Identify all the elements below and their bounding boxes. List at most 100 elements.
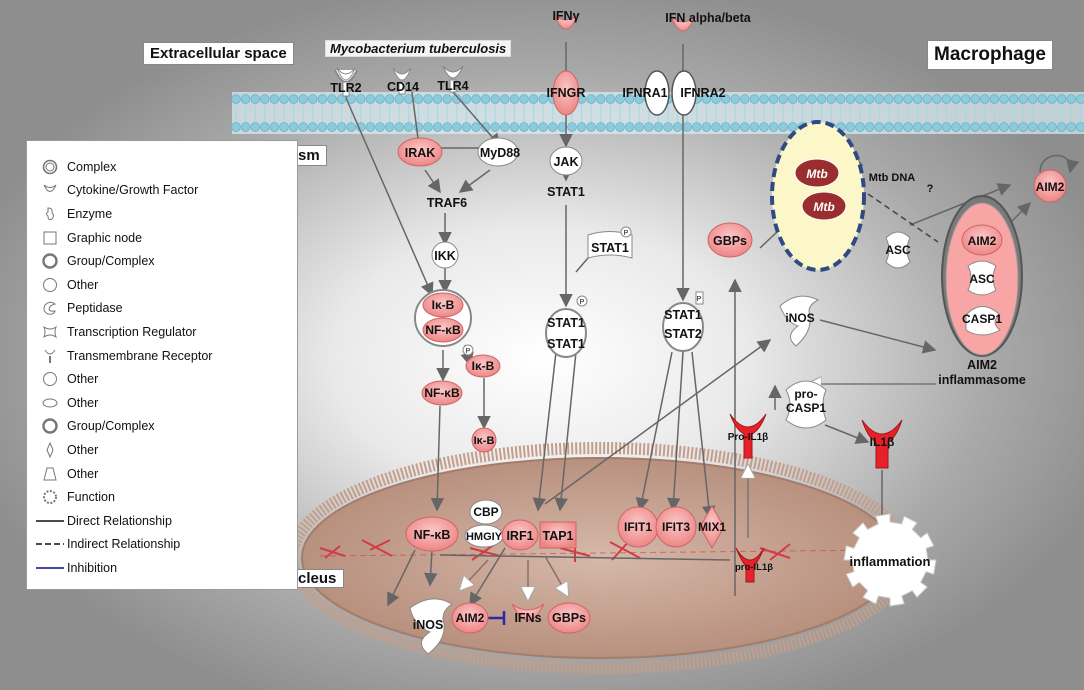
ifns-label: IFNs — [514, 611, 541, 625]
mtb-phagosome[interactable]: Mtb Mtb — [770, 120, 866, 272]
phospho-ikb-node[interactable]: P Iκ-B — [462, 344, 501, 378]
membrane-bead — [231, 122, 241, 132]
indirect-question-label: ? — [927, 183, 934, 195]
nuclear-output-edges — [460, 555, 568, 600]
membrane-bead — [951, 94, 961, 104]
membrane-bead — [480, 122, 491, 132]
inflammasome-aim2-label: AIM2 — [968, 234, 997, 248]
membrane-bead — [759, 94, 769, 104]
aim2-inflammasome-complex[interactable]: AIM2 ASC CASP1 — [941, 195, 1023, 357]
membrane-bead — [1028, 94, 1038, 104]
legend-item-label: Group/Complex — [67, 419, 155, 434]
aim2-inflammasome-title-2: inflammasome — [938, 373, 1026, 387]
legend-item-label: Complex — [67, 159, 117, 174]
ifit3-node[interactable]: IFIT3 — [655, 506, 697, 548]
nfkb-free-node[interactable]: NF-κB — [421, 380, 463, 406]
ifng-cytokine[interactable]: IFNγ — [552, 9, 580, 30]
membrane-bead — [327, 122, 337, 132]
ifit1-label: IFIT1 — [624, 520, 652, 534]
membrane-bead — [615, 94, 625, 104]
cbp-node[interactable]: CBP — [469, 499, 503, 525]
ikb-nfkb-complex[interactable]: Iκ-B NF-κB — [414, 289, 472, 347]
solid-line-icon — [35, 518, 65, 524]
tlr2-receptor[interactable]: TLR2 — [330, 67, 362, 98]
membrane-bead — [740, 122, 750, 132]
legend-item-label: Function — [67, 490, 115, 505]
membrane-bead — [317, 94, 328, 104]
pro-il1b-nuclear-label: pro-IL1β — [735, 562, 773, 573]
ifng-label: IFNγ — [552, 9, 579, 23]
pro-casp1-node[interactable]: pro- CASP1 — [785, 380, 827, 429]
ifnra1-receptor[interactable]: IFNRA1 — [622, 70, 670, 116]
membrane-bead — [1056, 94, 1067, 104]
stat1-node[interactable]: STAT1 — [547, 185, 585, 199]
macrophage-label: Macrophage — [927, 40, 1053, 70]
gbps-nuclear-node[interactable]: GBPs — [547, 602, 591, 634]
membrane-bead — [500, 94, 510, 104]
membrane-bead — [932, 122, 942, 132]
il1b-node[interactable]: IL1β — [861, 419, 903, 469]
inflammation-function[interactable]: inflammation — [843, 513, 937, 607]
legend-item: Inhibition — [35, 556, 297, 580]
membrane-bead — [682, 122, 692, 132]
membrane-bead — [250, 122, 260, 132]
ifit3-label: IFIT3 — [662, 520, 690, 534]
tlr4-receptor[interactable]: TLR4 — [437, 65, 469, 93]
tap1-node[interactable]: TAP1 — [539, 521, 577, 549]
membrane-bead — [576, 122, 587, 132]
nfkb-nuclear-node[interactable]: NF-κB — [405, 516, 459, 552]
ifnra2-receptor[interactable]: IFNRA2 — [671, 70, 726, 116]
membrane-bead — [1037, 122, 1048, 132]
gbps-cytoplasm-node[interactable]: GBPs — [707, 222, 753, 258]
membrane-bead — [461, 94, 472, 104]
membrane-bead — [999, 94, 1009, 104]
membrane-bead — [740, 94, 750, 104]
membrane-bead — [999, 122, 1009, 132]
aim2-nuclear-node[interactable]: AIM2 — [451, 602, 489, 634]
hmgiy-node[interactable]: HMGIY — [464, 524, 504, 548]
mix1-label: MIX1 — [698, 520, 726, 534]
jak-node[interactable]: JAK — [549, 146, 583, 176]
membrane-bead — [720, 122, 731, 132]
hmgiy-label: HMGIY — [466, 531, 503, 543]
traf6-node[interactable]: TRAF6 — [427, 196, 467, 210]
irak-node[interactable]: IRAK — [397, 137, 443, 167]
membrane-bead — [970, 122, 980, 132]
stat1-stat2-complex[interactable]: P STAT1 STAT2 — [662, 291, 704, 352]
aim2-node[interactable]: AIM2 — [1033, 169, 1067, 203]
membrane-bead — [845, 94, 856, 104]
membrane-bead — [951, 122, 961, 132]
other-circle-icon — [35, 371, 65, 387]
cd14-receptor[interactable]: CD14 — [387, 67, 419, 95]
other-diamond-icon — [35, 441, 65, 458]
stat1-dimer-complex[interactable]: P STAT1 STAT1 — [545, 295, 588, 358]
membrane-bead — [365, 94, 376, 104]
asc-node[interactable]: ASC — [885, 231, 911, 269]
inos-nuclear-node[interactable]: iNOS — [409, 598, 453, 655]
ifit1-node[interactable]: IFIT1 — [617, 506, 659, 548]
legend-item-label: Other — [67, 277, 99, 292]
ikk-node[interactable]: IKK — [431, 241, 459, 269]
gbps-label: GBPs — [713, 234, 747, 248]
pro-il1b-nuclear-node[interactable]: pro-IL1β — [735, 547, 773, 583]
ifn-alpha-beta-cytokine[interactable]: IFN alpha/beta — [665, 11, 752, 32]
cytokine-icon — [35, 182, 65, 198]
legend-item: Graphic node — [35, 226, 297, 250]
inos-cytoplasm-node[interactable]: iNOS — [779, 295, 820, 347]
mix1-node[interactable]: MIX1 — [698, 504, 726, 550]
ifngr-receptor[interactable]: IFNGR — [547, 70, 586, 116]
aim2-nuclear-label: AIM2 — [456, 611, 485, 625]
irf1-node[interactable]: IRF1 — [501, 519, 539, 551]
myd88-node[interactable]: MyD88 — [477, 137, 520, 167]
ikb-degraded-node[interactable]: Iκ-B — [471, 427, 497, 453]
membrane-bead — [605, 94, 616, 104]
membrane-bead — [970, 94, 980, 104]
phospho-stat1-node[interactable]: P STAT1 — [587, 226, 633, 259]
membrane-bead — [509, 122, 520, 132]
membrane-bead — [922, 122, 932, 132]
ifns-node[interactable]: IFNs — [511, 603, 545, 625]
mycobacterium-label: Mycobacterium tuberculosis — [325, 40, 512, 57]
pro-il1b-cytoplasm-node[interactable]: Pro-IL1β — [728, 413, 769, 459]
membrane-bead — [596, 122, 606, 132]
